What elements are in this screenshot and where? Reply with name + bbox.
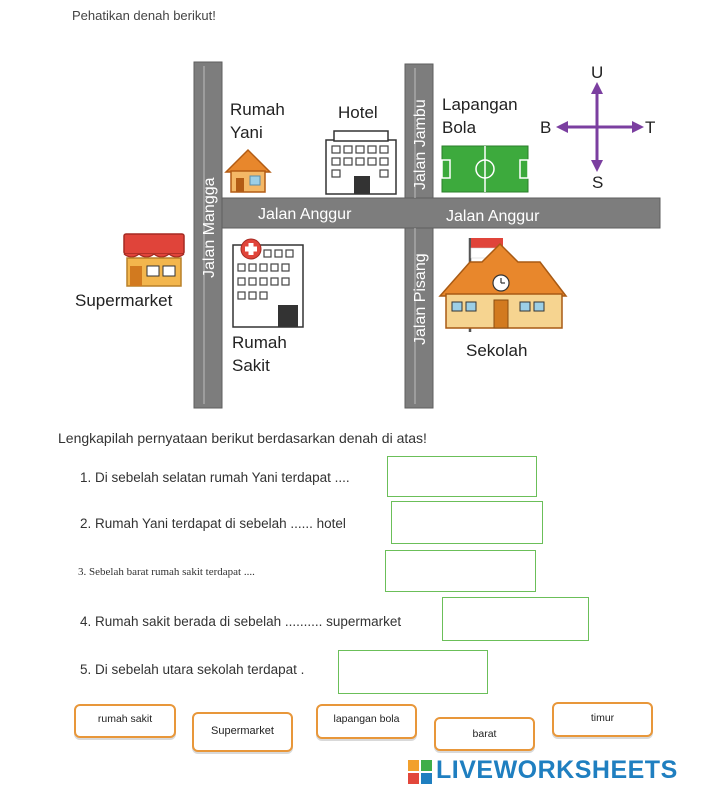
intro-text: Pehatikan denah berikut!: [72, 8, 216, 23]
answer-box-1[interactable]: [387, 456, 537, 497]
house-icon: [224, 148, 272, 193]
liveworksheets-logo-icon: [408, 760, 432, 784]
answer-box-2[interactable]: [391, 501, 543, 544]
road-mangga: [193, 61, 223, 409]
compass-south: S: [592, 173, 603, 192]
answer-box-5[interactable]: [338, 650, 488, 694]
option-chip-timur[interactable]: timur: [552, 702, 653, 737]
option-chip-barat[interactable]: barat: [434, 717, 535, 751]
map: Jalan Anggur Jalan Anggur Jalan Mangga J…: [75, 61, 661, 409]
label-hotel: Hotel: [338, 103, 378, 122]
answer-box-4[interactable]: [442, 597, 589, 641]
road-jambu-pisang: [404, 63, 434, 409]
option-chip-rumah-sakit[interactable]: rumah sakit: [74, 704, 176, 738]
question-4: 4. Rumah sakit berada di sebelah .......…: [80, 614, 402, 629]
option-chip-lapangan-bola[interactable]: lapangan bola: [316, 704, 417, 739]
compass-icon: [556, 82, 644, 172]
hotel-icon: [325, 130, 397, 195]
road-label-anggur-left: Jalan Anggur: [258, 206, 352, 223]
label-lapangan-2: Bola: [442, 118, 477, 137]
label-sekolah: Sekolah: [466, 341, 527, 360]
question-2: 2. Rumah Yani terdapat di sebelah ......…: [80, 516, 346, 531]
road-anggur: [221, 197, 661, 229]
compass-east: T: [645, 118, 655, 137]
supermarket-icon: [123, 233, 185, 287]
question-1: 1. Di sebelah selatan rumah Yani terdapa…: [80, 470, 350, 485]
label-rumah-sakit-2: Sakit: [232, 356, 270, 375]
instruction-text: Lengkapilah pernyataan berikut berdasark…: [58, 430, 427, 446]
compass-west: B: [540, 118, 551, 137]
road-label-pisang: Jalan Pisang: [412, 253, 429, 345]
hospital-icon: [232, 238, 304, 328]
label-rumah-yani-1: Rumah: [230, 100, 285, 119]
compass-north: U: [591, 63, 603, 82]
soccer-field-icon: [441, 145, 529, 193]
answer-box-3[interactable]: [385, 550, 536, 592]
label-lapangan-1: Lapangan: [442, 95, 518, 114]
label-supermarket: Supermarket: [75, 291, 173, 310]
label-rumah-yani-2: Yani: [230, 123, 263, 142]
option-chip-supermarket[interactable]: Supermarket: [192, 712, 293, 752]
liveworksheets-logo-text: LIVEWORKSHEETS: [436, 756, 678, 784]
question-5: 5. Di sebelah utara sekolah terdapat .: [80, 662, 305, 677]
question-3: 3. Sebelah barat rumah sakit terdapat ..…: [78, 566, 255, 578]
road-label-mangga: Jalan Mangga: [201, 177, 218, 278]
road-label-jambu: Jalan Jambu: [412, 99, 429, 190]
road-label-anggur-right: Jalan Anggur: [446, 208, 540, 225]
school-icon: [438, 238, 568, 332]
label-rumah-sakit-1: Rumah: [232, 333, 287, 352]
